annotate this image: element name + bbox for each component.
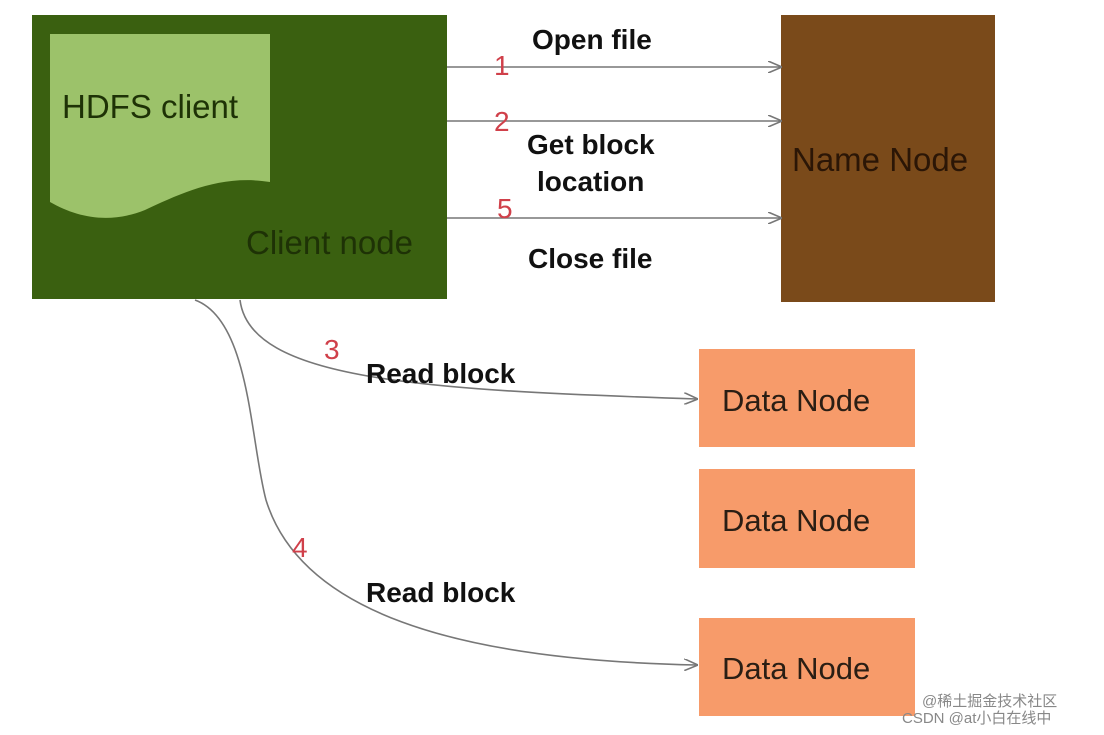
watermark-line-2: CSDN @at小白在线中 [902, 710, 1052, 727]
data-node-2-label: Data Node [722, 503, 871, 538]
name-node-box [781, 15, 995, 302]
step-5-number: 5 [497, 193, 513, 224]
get-block-label: Get block [527, 129, 655, 160]
arrow-read-block-1 [239, 299, 697, 399]
step-1-number: 1 [494, 50, 510, 81]
open-file-label: Open file [532, 24, 652, 55]
data-node-1-box [699, 349, 915, 447]
data-node-3-box [699, 618, 915, 716]
read-block-1-label: Read block [366, 358, 516, 389]
read-block-2-label: Read block [366, 577, 516, 608]
hdfs-client-document-shape [50, 34, 270, 218]
arrow-read-block-2 [194, 299, 697, 665]
watermark-line-1: @稀土掘金技术社区 [922, 693, 1058, 710]
data-node-3-label: Data Node [722, 651, 871, 686]
name-node-label: Name Node [792, 141, 969, 178]
close-file-label: Close file [528, 243, 653, 274]
location-label: location [537, 166, 645, 197]
step-3-number: 3 [324, 334, 340, 365]
step-2-number: 2 [494, 106, 510, 137]
client-node-label: Client node [246, 224, 413, 261]
data-node-1-label: Data Node [722, 383, 871, 418]
data-node-2-box [699, 469, 915, 568]
step-4-number: 4 [292, 532, 308, 563]
hdfs-client-label: HDFS client [62, 88, 239, 125]
